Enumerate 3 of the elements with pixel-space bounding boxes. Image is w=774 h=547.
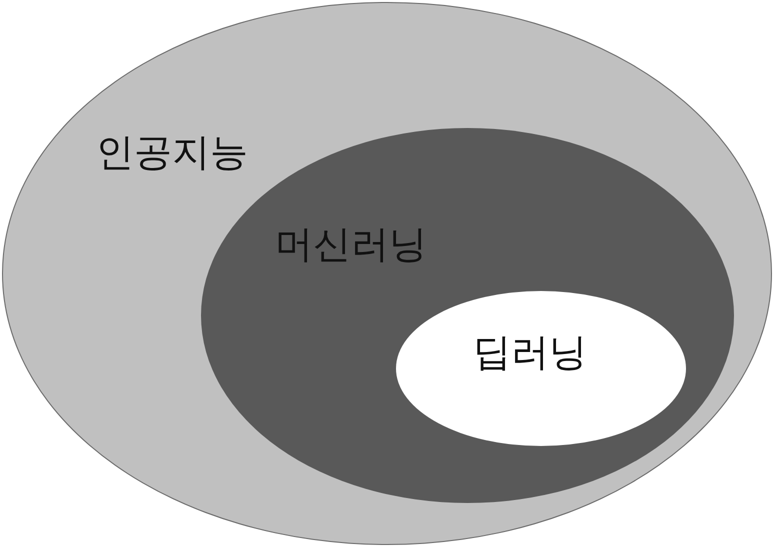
ellipse-label: 딥러닝 xyxy=(473,333,587,371)
ellipse-label: 인공지능 xyxy=(96,133,248,171)
ellipse-label: 머신러닝 xyxy=(275,225,427,263)
